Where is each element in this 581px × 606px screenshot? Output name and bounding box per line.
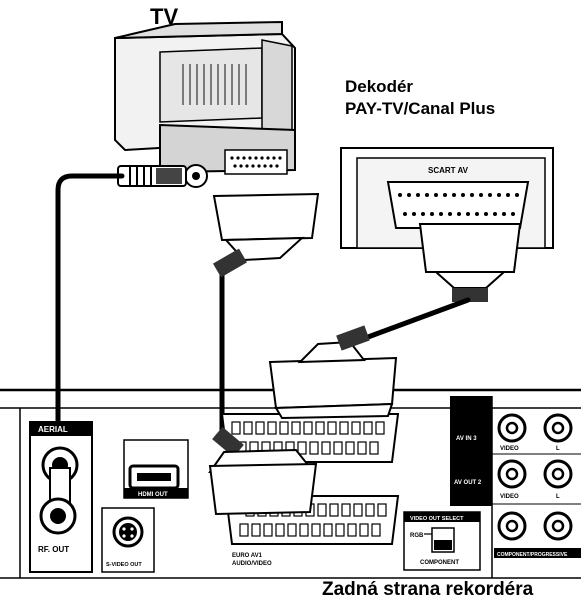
video-label-2: VIDEO xyxy=(500,494,519,500)
audio-l-label-1: L xyxy=(556,446,560,452)
decoder-scart-label: SCART AV xyxy=(428,166,469,175)
rear-panel-caption: Zadná strana rekordéra xyxy=(322,579,534,600)
recorder-rear-panel: AERIAL RF. OUT HDMI OUT S-VIDEO OUT xyxy=(0,325,581,579)
tv-title: TV xyxy=(150,4,179,29)
cables xyxy=(55,173,471,473)
euro-av1-label: EURO AV1 xyxy=(232,553,263,559)
audio-l-label-2: L xyxy=(556,494,560,500)
hdmi-out-label: HDMI OUT xyxy=(138,492,168,498)
rgb-label: RGB xyxy=(410,533,424,539)
av-out2-label: AV OUT 2 xyxy=(454,480,482,486)
component-progressive-label: COMPONENT/PROGRESSIVE xyxy=(497,552,568,558)
video-out-select-label: VIDEO OUT SELECT xyxy=(410,516,464,522)
decoder-illustration: SCART AV xyxy=(340,147,554,302)
tv-scart-plug xyxy=(212,192,320,278)
av-in3-label: AV IN 3 xyxy=(456,436,477,442)
aerial-label: AERIAL xyxy=(38,425,68,434)
decoder-title: Dekodér PAY-TV/Canal Plus xyxy=(345,76,495,120)
decoder-title-line2: PAY-TV/Canal Plus xyxy=(345,99,496,118)
video-label-1: VIDEO xyxy=(500,446,519,452)
audio-video-label: AUDIO/VIDEO xyxy=(232,561,272,567)
tv-illustration xyxy=(114,20,296,188)
rf-out-label: RF. OUT xyxy=(38,545,69,554)
component-label: COMPONENT xyxy=(420,560,459,566)
svideo-out-label: S-VIDEO OUT xyxy=(106,562,142,568)
decoder-title-line1: Dekodér xyxy=(345,77,414,96)
